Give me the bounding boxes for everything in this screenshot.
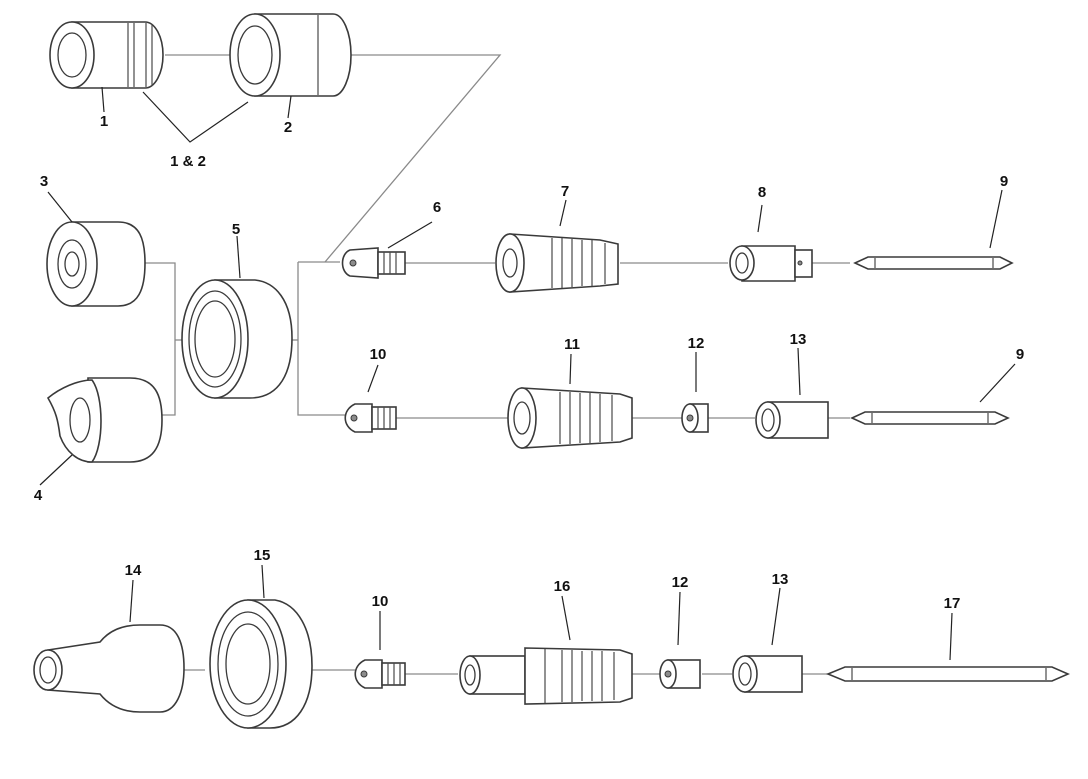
- part-14-nozzle-shield: [33, 624, 185, 713]
- part-15-retaining-cup: [209, 599, 313, 729]
- label-part-17: 17: [944, 595, 961, 612]
- part-labels: 1 2 1 & 2 3 4 5 6 7 8 9 10 11 12 13 9 14…: [34, 113, 1024, 612]
- label-part-5: 5: [232, 221, 240, 238]
- leader-lines: [39, 86, 1016, 661]
- part-6-nozzle: [341, 247, 406, 279]
- label-part-9-top: 9: [1000, 173, 1008, 190]
- part-9-electrode-middle: [850, 411, 1010, 425]
- part-5-retaining-cup: [181, 279, 293, 399]
- label-part-6: 6: [433, 199, 441, 216]
- label-part-12-bottom: 12: [672, 574, 689, 591]
- label-part-13-middle: 13: [790, 331, 807, 348]
- label-part-3: 3: [40, 173, 48, 190]
- part-1-swirl-ring: [49, 21, 164, 89]
- part-16-electrode-holder-long: [459, 647, 633, 705]
- label-part-4: 4: [34, 487, 43, 504]
- label-part-14: 14: [125, 562, 142, 579]
- part-13-insulator-middle: [755, 401, 829, 439]
- part-17-electrode-long: [825, 666, 1070, 682]
- label-part-2: 2: [284, 119, 292, 136]
- label-part-13-bottom: 13: [772, 571, 789, 588]
- label-part-15: 15: [254, 547, 271, 564]
- part-12-spacer-bottom: [659, 659, 701, 689]
- label-part-10-bottom: 10: [372, 593, 389, 610]
- label-part-1-and-2: 1 & 2: [170, 153, 206, 170]
- label-part-8: 8: [758, 184, 766, 201]
- part-2-retaining-ring: [229, 13, 352, 97]
- label-part-10-middle: 10: [370, 346, 387, 363]
- part-8-insulator: [729, 245, 813, 282]
- part-3-shield-cap: [46, 221, 146, 307]
- label-part-16: 16: [554, 578, 571, 595]
- label-part-7: 7: [561, 183, 569, 200]
- part-9-electrode-top: [853, 256, 1014, 270]
- part-13-insulator-bottom: [732, 655, 803, 693]
- part-7-electrode-holder: [495, 233, 619, 293]
- part-10-nozzle-bottom: [354, 659, 406, 689]
- label-part-9-middle: 9: [1016, 346, 1024, 363]
- part-4-drag-shield: [46, 377, 163, 463]
- part-11-electrode-holder: [507, 387, 633, 449]
- part-12-spacer-middle: [681, 403, 709, 433]
- label-part-1: 1: [100, 113, 108, 130]
- label-part-12-middle: 12: [688, 335, 705, 352]
- connector-lines: [145, 54, 850, 675]
- label-part-11: 11: [564, 336, 580, 353]
- part-10-nozzle-middle: [344, 403, 397, 433]
